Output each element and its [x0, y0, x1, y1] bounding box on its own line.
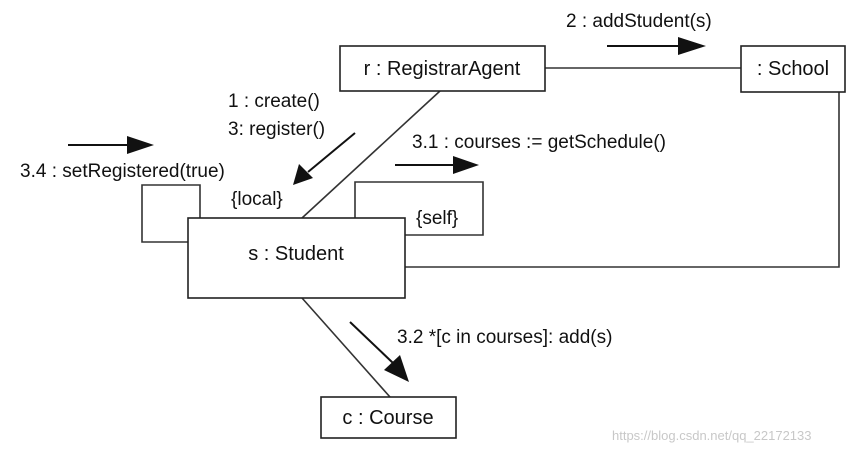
- object-school-label: : School: [757, 58, 829, 80]
- object-school[interactable]: : School: [740, 45, 846, 93]
- link-registrar-student: [301, 90, 441, 219]
- link-school-student: [405, 92, 840, 268]
- self-link-local: [141, 184, 201, 243]
- arrow-set-registered: [68, 136, 154, 154]
- object-student-label: s : Student: [248, 243, 344, 265]
- constraint-local: {local}: [231, 189, 283, 210]
- self-link-self: [354, 181, 484, 236]
- arrow-get-schedule: [395, 156, 479, 174]
- object-registrar-agent[interactable]: r : RegistrarAgent: [339, 45, 546, 92]
- message-register: 3: register(): [228, 119, 325, 140]
- message-add-to-course: 3.2 *[c in courses]: add(s): [397, 327, 612, 348]
- message-get-schedule: 3.1 : courses := getSchedule(): [412, 132, 666, 153]
- arrow-add-course: [349, 321, 409, 382]
- message-set-registered: 3.4 : setRegistered(true): [20, 161, 225, 182]
- link-student-course: [301, 297, 391, 398]
- object-registrar-label: r : RegistrarAgent: [364, 58, 521, 80]
- object-course[interactable]: c : Course: [320, 396, 457, 439]
- object-course-label: c : Course: [342, 407, 433, 429]
- constraint-self: {self}: [416, 208, 458, 229]
- object-student[interactable]: s : Student: [187, 217, 406, 299]
- watermark-text: https://blog.csdn.net/qq_22172133: [612, 428, 812, 443]
- arrow-add-student: [607, 37, 706, 55]
- message-add-student: 2 : addStudent(s): [566, 11, 712, 32]
- arrow-register: [293, 132, 356, 185]
- message-create: 1 : create(): [228, 91, 320, 112]
